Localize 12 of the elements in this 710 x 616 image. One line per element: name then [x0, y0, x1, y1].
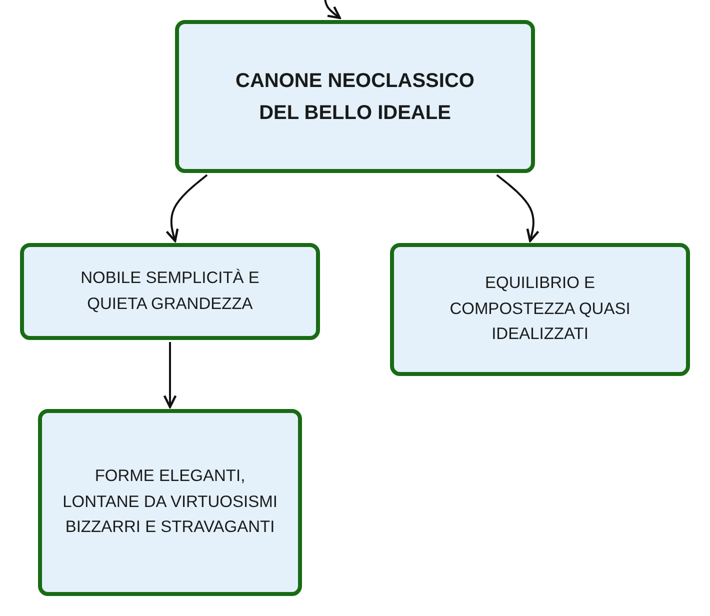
arrow [163, 342, 177, 408]
arrow [166, 174, 208, 242]
concept-text: FORME ELEGANTI, LONTANE DA VIRTUOSISMI BIZZARRI E STRAVAGANTI [62, 466, 278, 538]
arrow [324, 0, 341, 20]
concept-box [38, 409, 302, 596]
concept-box [20, 243, 320, 340]
title-box [175, 20, 535, 173]
concept-text: EQUILIBRIO E COMPOSTEZZA QUASI IDEALIZZATI [448, 273, 632, 346]
arrow [496, 174, 540, 242]
concept-text: NOBILE SEMPLICITÀ E QUIETA GRANDEZZA [80, 268, 260, 314]
concept-box [390, 243, 690, 376]
concept-text: CANONE NEOCLASSICO DEL BELLO IDEALE [234, 68, 476, 126]
